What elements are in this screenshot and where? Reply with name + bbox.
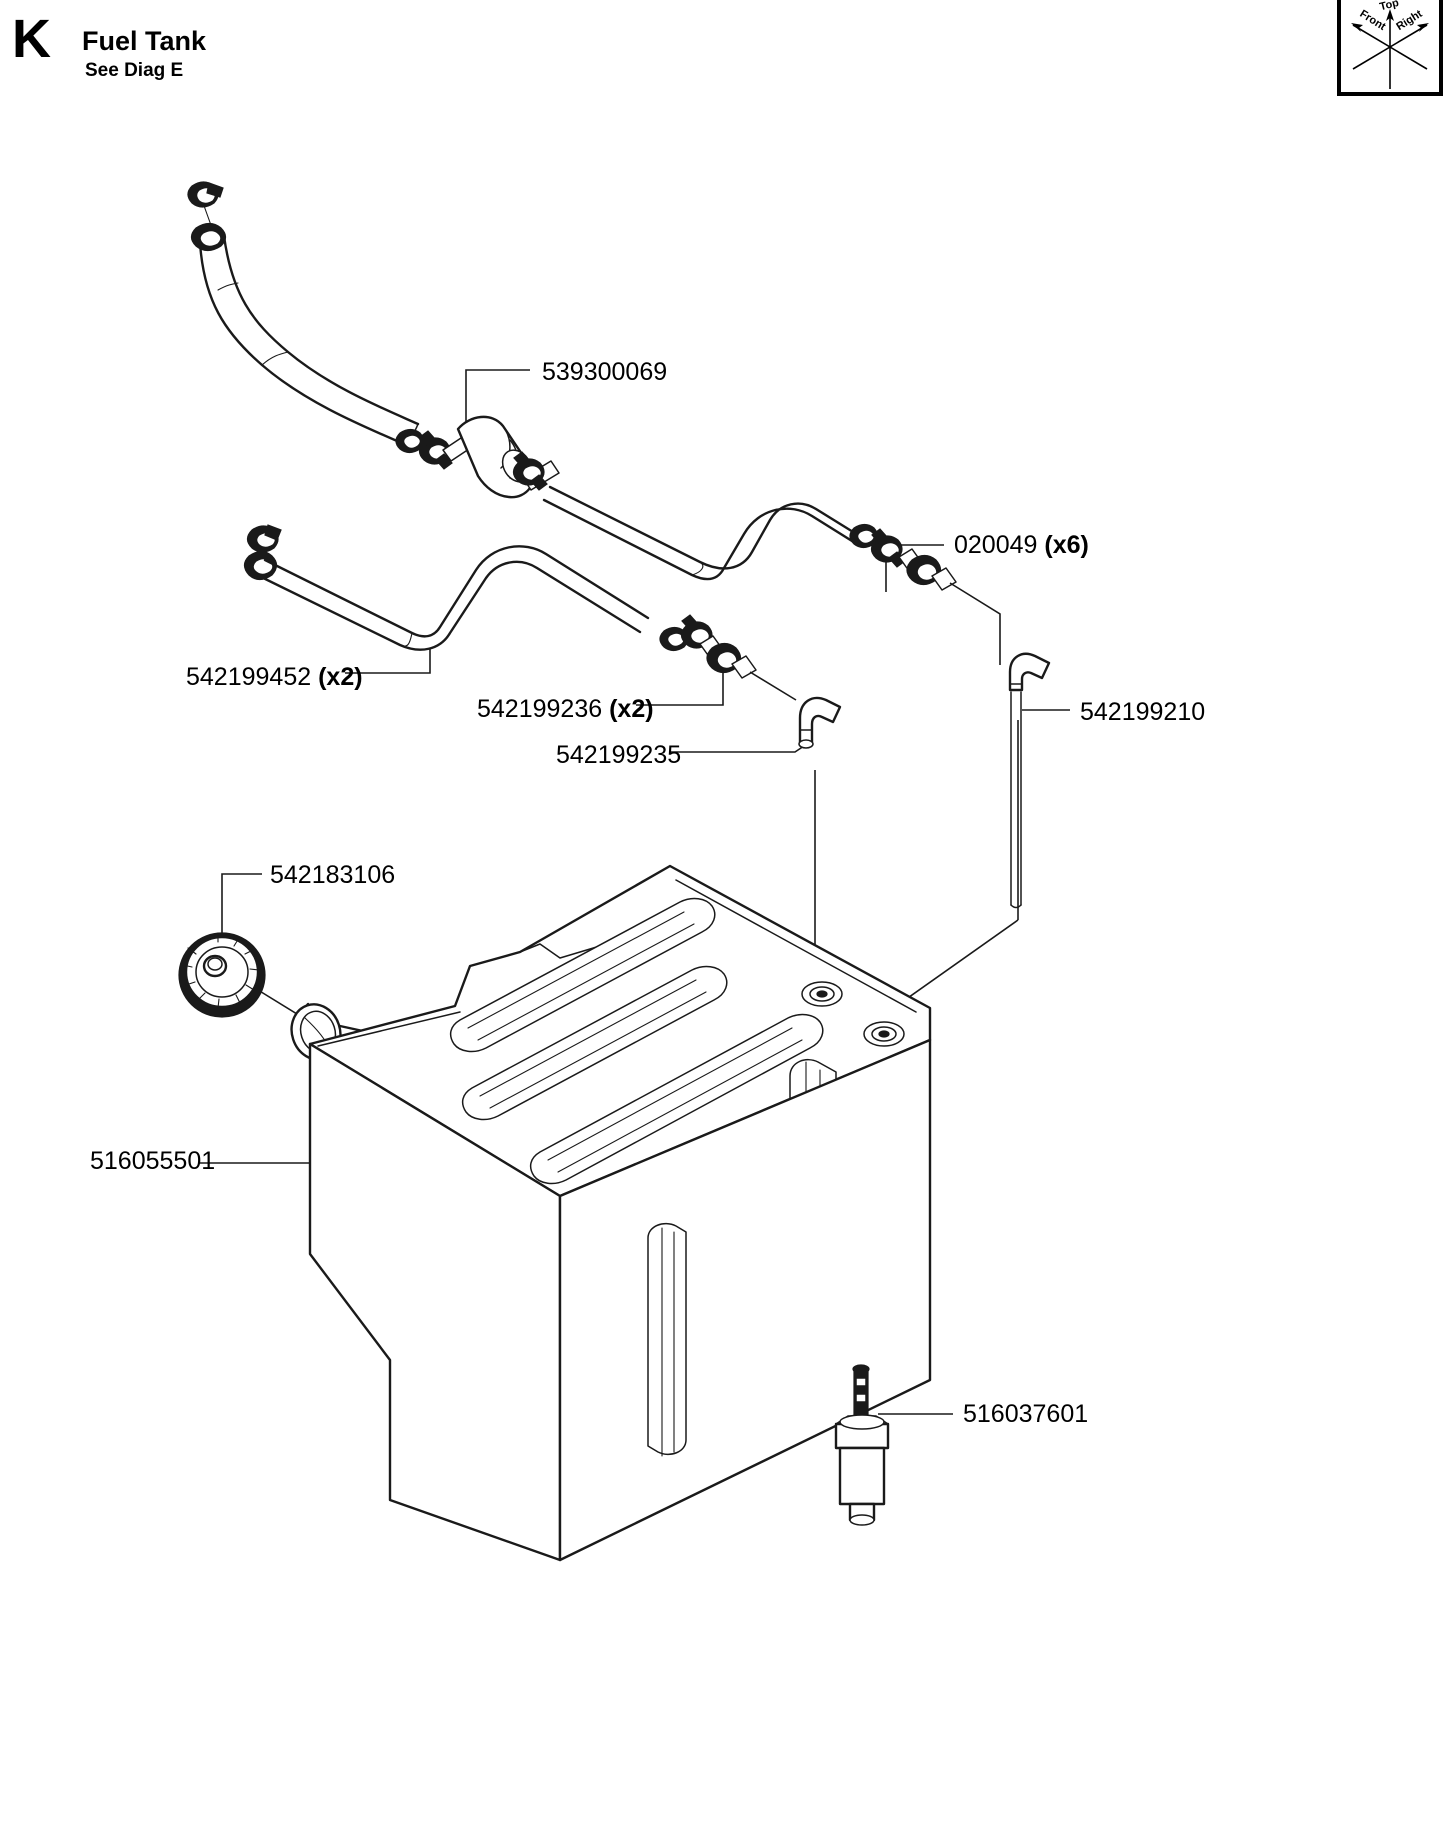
hose-clamp-icon	[187, 181, 224, 208]
part-label-542183106: 542183106	[270, 861, 395, 889]
part-number: 516055501	[90, 1147, 216, 1175]
tank-boss	[801, 981, 843, 1007]
hose-ferrule	[243, 550, 278, 581]
part-label-516037601: 516037601	[963, 1400, 1088, 1428]
diagram-subtitle: See Diag E	[85, 60, 184, 81]
fuel-hose-filter-assembly	[187, 181, 1001, 665]
part-quantity: (x6)	[1044, 531, 1089, 559]
hose-clamp-icon	[395, 428, 425, 454]
orientation-compass: Top Front Right	[1337, 0, 1443, 96]
tank-rib	[461, 965, 728, 1121]
fuel-cap-part	[178, 932, 337, 1039]
fuel-tank-part	[290, 864, 932, 1562]
part-number: 542199210	[1080, 698, 1206, 726]
part-number: 542199236	[477, 695, 603, 723]
tank-boss	[863, 1021, 905, 1047]
right-arrow-icon	[1417, 23, 1429, 32]
fuel-hose-secondary-assembly	[243, 524, 842, 749]
top-arrow-icon	[1386, 9, 1394, 21]
diagram-header: K Fuel Tank See Diag E	[0, 0, 700, 110]
hose-clamp-icon	[870, 528, 906, 568]
page-title: Fuel Tank	[82, 26, 207, 56]
hose-clamp-icon	[659, 626, 689, 652]
elbow-fitting-part	[798, 696, 842, 749]
tank-corner-channel	[647, 1222, 687, 1457]
barbed-fitting-part	[898, 548, 957, 591]
part-number: 542199235	[556, 741, 682, 769]
part-number: 539300069	[542, 358, 668, 386]
part-number: 542199452	[186, 663, 312, 691]
hose-clamp-icon	[418, 430, 453, 470]
front-arrow-icon	[1351, 23, 1363, 32]
hose-clamp-icon	[246, 524, 282, 553]
hose-ferrule	[190, 222, 227, 252]
part-number: 516037601	[963, 1400, 1089, 1428]
part-number: 020049	[954, 531, 1038, 559]
part-label-516055501: 516055501	[90, 1147, 215, 1175]
part-label-542199210: 542199210	[1080, 698, 1205, 726]
barbed-fitting-part	[699, 635, 757, 679]
part-quantity: (x2)	[609, 695, 654, 723]
drain-valve-part	[834, 1364, 890, 1526]
tank-rib	[449, 897, 716, 1053]
part-label-542199452: 542199452 (x2)	[186, 663, 363, 691]
diagram-letter: K	[12, 9, 51, 69]
hose-clamp-icon	[512, 451, 548, 491]
tank-rib	[529, 1013, 824, 1185]
part-label-020049: 020049 (x6)	[954, 531, 1089, 559]
part-label-542199236: 542199236 (x2)	[477, 695, 654, 723]
part-label-542199235: 542199235	[556, 741, 681, 769]
part-number: 542183106	[270, 861, 396, 889]
standpipe-elbow-part	[1008, 652, 1051, 909]
part-label-539300069: 539300069	[542, 358, 667, 386]
part-quantity: (x2)	[318, 663, 363, 691]
